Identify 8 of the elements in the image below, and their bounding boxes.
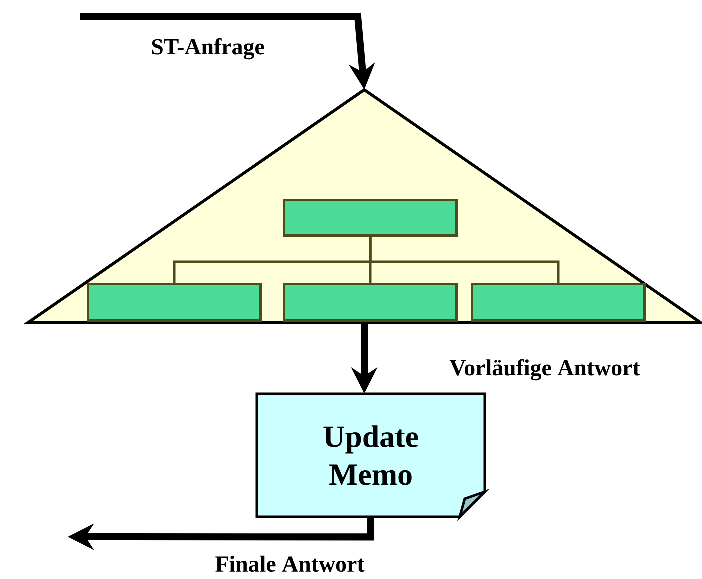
org-box	[87, 282, 262, 322]
edge-label: Vorläufige Antwort	[450, 359, 640, 381]
org-box	[471, 282, 646, 322]
connector-line	[369, 236, 560, 283]
edge-label: Finale Antwort	[216, 556, 365, 572]
org-box	[283, 198, 458, 237]
edge-label: ST-Anfrage	[152, 38, 264, 60]
org-box	[283, 282, 458, 322]
